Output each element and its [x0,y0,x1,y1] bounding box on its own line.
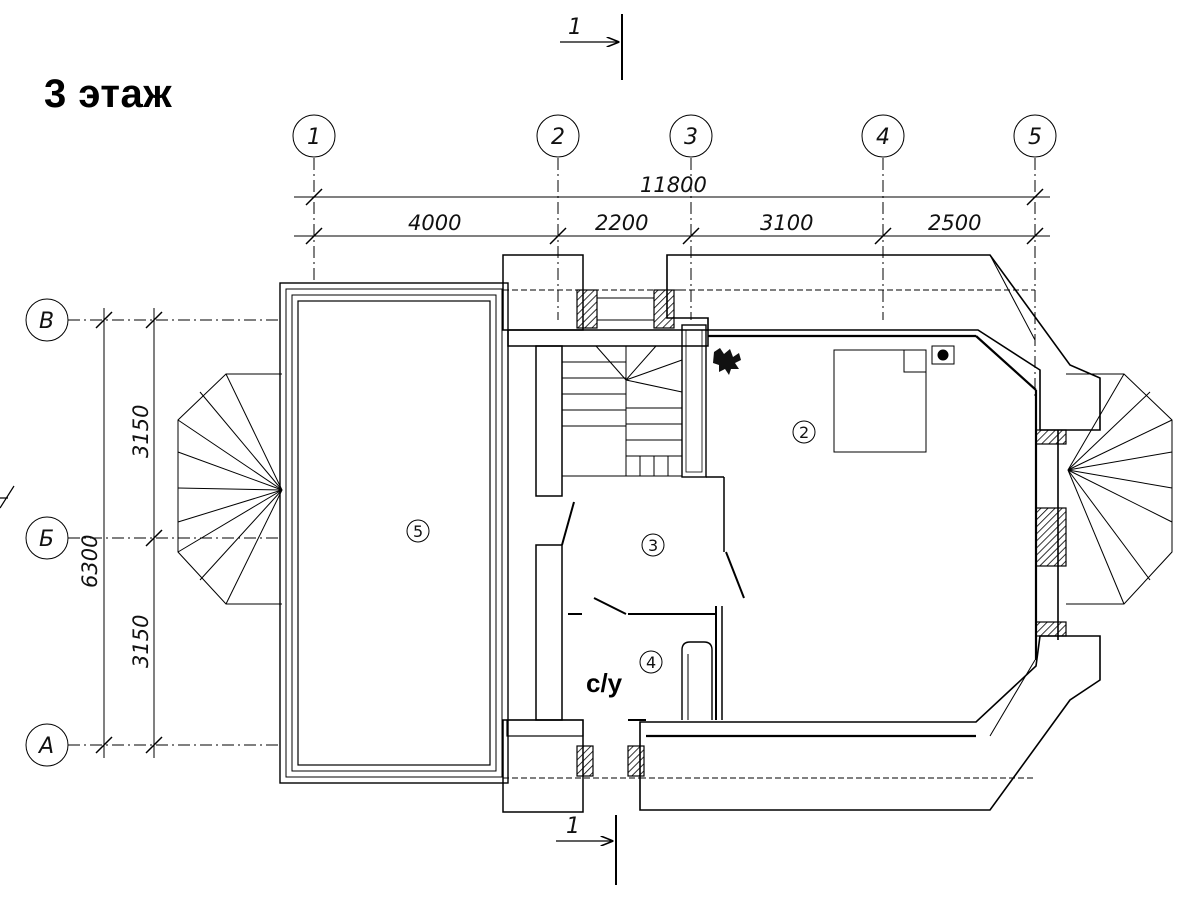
plant-icon [713,348,741,375]
axis-marker-b: Б [25,516,280,560]
spiral-stair-right [1066,373,1173,605]
interior-stair [561,345,683,477]
axis-markers-horizontal: В Б А [25,298,280,767]
room-label-2: 2 [799,423,809,442]
room-label-3: 3 [648,536,658,555]
room-number-3: 3 [641,533,665,557]
axis-label-a: А [37,734,54,759]
dimension-span-1-2: 4000 [408,211,461,235]
dimension-depth-b-a: 3150 [129,615,153,668]
cut-fragment [0,485,15,509]
nightstand-right [931,345,955,365]
spiral-stair-left [177,373,283,605]
floor-title: 3 этаж [44,72,173,116]
axis-marker-1: 1 [292,114,336,282]
axis-marker-5: 5 [1013,114,1057,400]
room-number-2: 2 [792,420,816,444]
room-numbers: 2 3 4 5 [406,420,816,674]
axis-label-1: 1 [307,125,321,150]
axis-markers-vertical: 1 2 3 4 5 [292,114,1057,400]
axis-label-v: В [39,309,54,334]
section-mark-top: 1 [560,14,623,80]
terrace-room-5 [279,282,509,784]
room-label-5: 5 [413,522,423,541]
section-mark-label: 1 [566,814,580,839]
room-number-4: 4 [639,650,663,674]
bathroom-label: с/у [586,668,623,698]
room-label-4: 4 [646,653,656,672]
room-number-5: 5 [406,519,430,543]
dimension-chain-left: 6300 3150 3150 [78,308,163,758]
axis-label-2: 2 [551,125,565,150]
section-mark-label: 1 [568,15,582,40]
axis-label-3: 3 [684,125,698,150]
dimension-overall-width: 11800 [640,173,707,197]
axis-label-4: 4 [876,125,890,150]
dimension-chain-top: 11800 4000 2200 3100 2500 [294,173,1050,245]
axis-label-5: 5 [1028,125,1042,150]
section-mark-bottom: 1 [556,814,617,885]
furniture [713,345,955,453]
dimension-span-3-4: 3100 [760,211,813,235]
axis-marker-a: А [25,723,280,767]
bed [833,349,927,453]
dimension-span-2-3: 2200 [595,211,648,235]
axis-marker-2: 2 [536,114,580,320]
axis-marker-v: В [25,298,280,342]
dimension-span-4-5: 2500 [928,211,981,235]
dimension-overall-depth: 6300 [78,535,102,588]
axis-label-b: Б [39,527,54,552]
axis-marker-3: 3 [669,114,713,320]
dimension-depth-v-b: 3150 [129,405,153,458]
axis-marker-4: 4 [861,114,905,320]
walls [502,254,1101,813]
